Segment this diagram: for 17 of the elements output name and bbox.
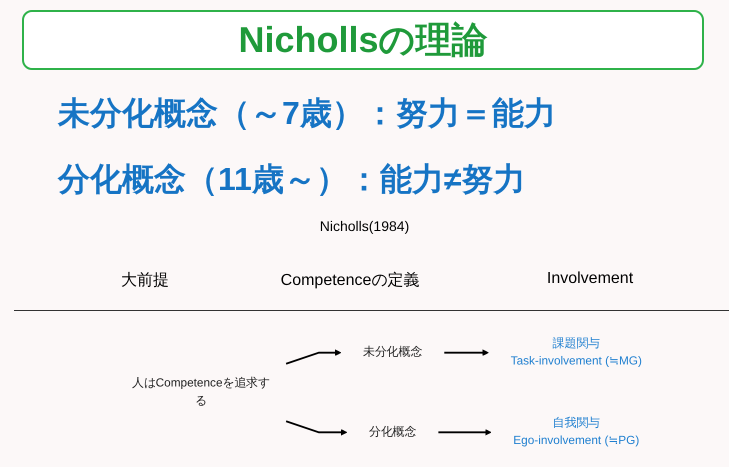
arrow — [286, 349, 342, 365]
citation-text: Nicholls(1984) — [320, 218, 410, 234]
node-text: 分化概念 — [369, 426, 416, 438]
heading-text: 分化概念（11歳～）：能力≠努力 — [58, 160, 526, 199]
arrow — [286, 420, 348, 436]
column-header: Involvement — [546, 270, 634, 288]
heading-text: 未分化概念（～7歳）：努力＝能力 — [58, 94, 556, 133]
node-text: 未分化概念 — [363, 346, 422, 359]
node-text: 課題関与 Task-involvement (≒MG) — [510, 337, 642, 368]
column-header: 大前提 — [121, 270, 169, 291]
title-banner: Nichollsの理論 — [22, 10, 704, 70]
arrow — [438, 429, 492, 436]
node-text: 人はCompetenceを追求する — [132, 377, 270, 408]
flowchart: 人はCompetenceを追求する 未分化概念 分化概念 課題関与 Task-involvement (≒MG) 自我関与 Ego-involvement (≒PG) — [40, 318, 729, 467]
column-header: Competenceの定義 — [280, 270, 420, 291]
arrow — [444, 349, 489, 356]
node-text: 自我関与 Ego-involvement (≒PG) — [513, 416, 640, 448]
